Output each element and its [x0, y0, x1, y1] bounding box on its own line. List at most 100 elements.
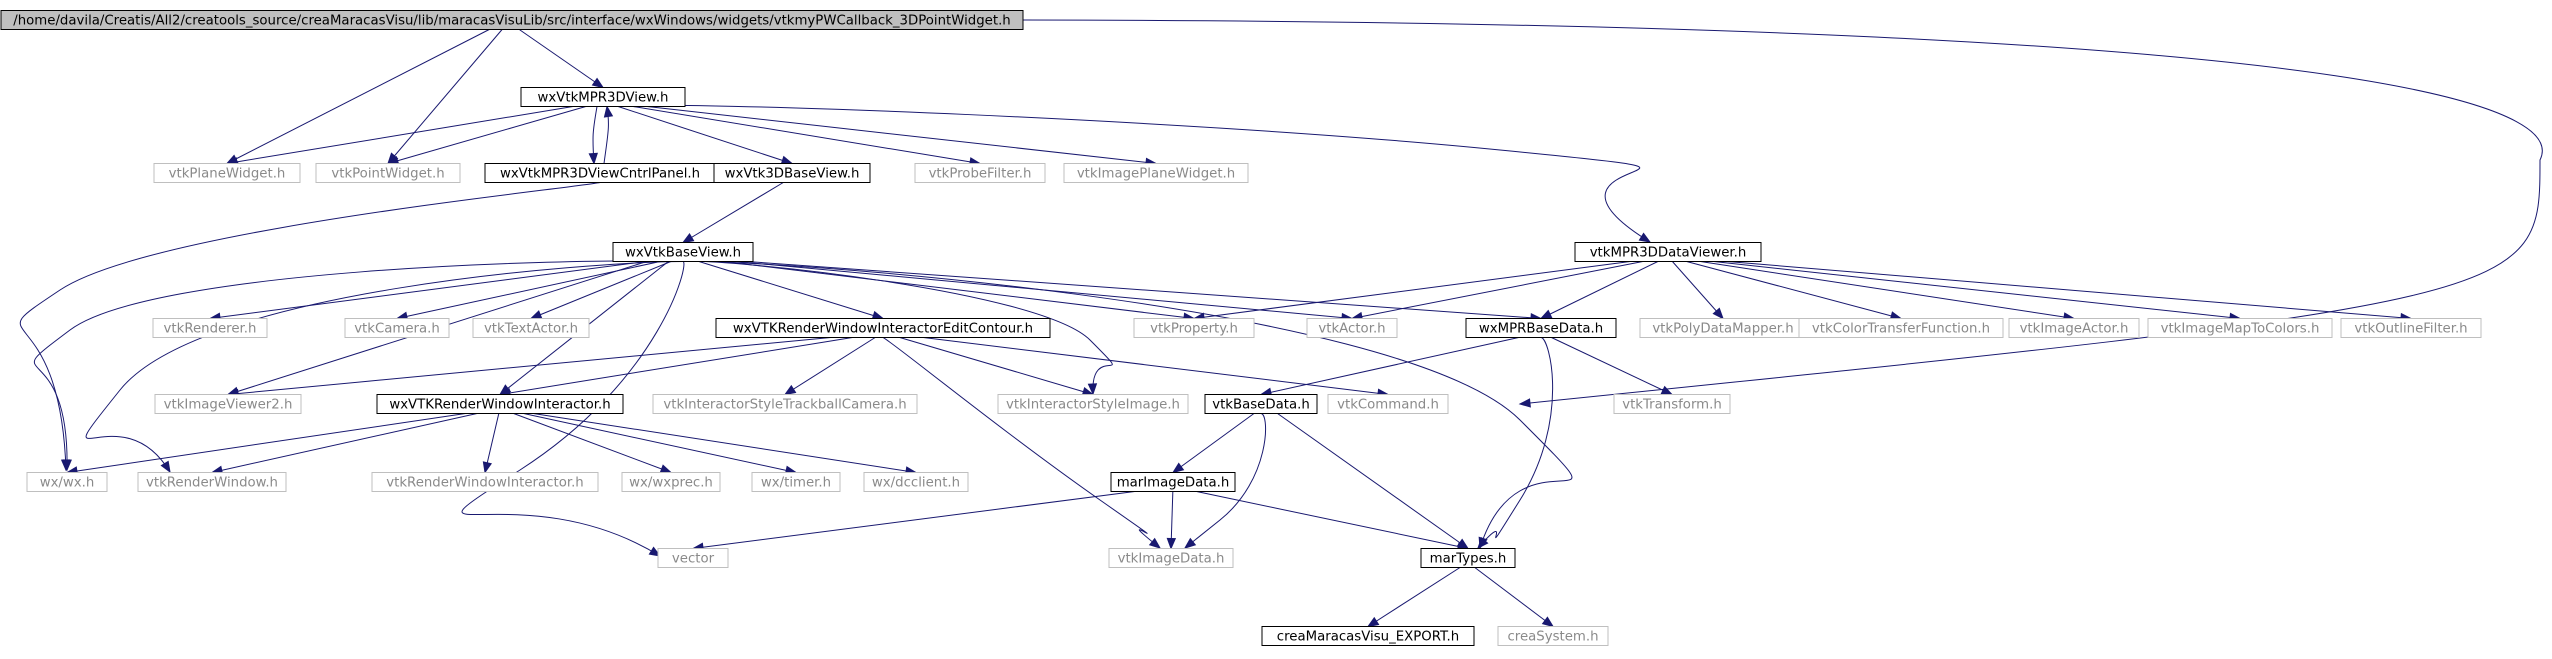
- node-box: [713, 163, 871, 183]
- edge-mpr3ddataviewer-to-vtkoutlinefilter: [1727, 261, 2413, 323]
- node-wxwx: wx/wx.h: [26, 472, 108, 492]
- node-vtkoutlinefilter: vtkOutlineFilter.h: [2340, 318, 2482, 338]
- nodes-layer: /home/davila/Creatis/All2/creatools_sour…: [0, 10, 2482, 646]
- node-cntrlpanel[interactable]: wxVtkMPR3DViewCntrlPanel.h: [484, 163, 716, 183]
- node-vtk3dbaseview[interactable]: wxVtk3DBaseView.h: [713, 163, 871, 183]
- edge-rwi-to-vtkrenderwindow: [210, 413, 478, 475]
- node-box: [1110, 472, 1236, 492]
- node-dcclient: wx/dcclient.h: [863, 472, 969, 492]
- node-vtkbaseview[interactable]: wxVtkBaseView.h: [612, 242, 754, 262]
- node-label: /home/davila/Creatis/All2/creatools_sour…: [13, 14, 1010, 29]
- node-label: wx/wxprec.h: [629, 476, 713, 491]
- node-box: [153, 163, 301, 183]
- node-label: wxVTKRenderWindowInteractor.h: [389, 398, 610, 413]
- node-vtkimageactor: vtkImageActor.h: [2008, 318, 2140, 338]
- node-vtkimagedata: vtkImageData.h: [1108, 548, 1234, 568]
- node-wxtimer: wx/timer.h: [751, 472, 841, 492]
- node-label: wxVtk3DBaseView.h: [725, 167, 860, 182]
- edge-vtkbaseview-to-editcontour: [698, 261, 885, 320]
- edge-editcontour-to-rwi: [498, 337, 853, 398]
- node-label: wxMPRBaseData.h: [1479, 322, 1603, 337]
- node-box: [1327, 394, 1449, 414]
- node-martypes[interactable]: marTypes.h: [1420, 548, 1516, 568]
- edge-vtkbasedata-to-marimagedata: [1171, 413, 1255, 474]
- node-mpr3ddataviewer[interactable]: vtkMPR3DDataViewer.h: [1574, 242, 1762, 262]
- node-label: vtkTextActor.h: [484, 322, 578, 337]
- edge-editcontour-to-trackballcamera: [783, 337, 876, 396]
- node-label: vtkRenderWindow.h: [146, 476, 278, 491]
- node-box: [1574, 242, 1762, 262]
- edge-root-to-vtkplanewidget: [225, 29, 490, 165]
- node-vtkrenderer: vtkRenderer.h: [152, 318, 268, 338]
- node-box: [621, 472, 721, 492]
- node-label: wx/dcclient.h: [872, 476, 960, 491]
- node-box: [154, 394, 302, 414]
- node-vtktextactor: vtkTextActor.h: [472, 318, 590, 338]
- node-label: vtkInteractorStyleImage.h: [1006, 398, 1180, 413]
- node-box: [1306, 318, 1398, 338]
- node-label: creaMaracasVisu_EXPORT.h: [1277, 630, 1459, 645]
- node-box: [315, 163, 461, 183]
- node-box: [914, 163, 1046, 183]
- node-label: vtkImageViewer2.h: [164, 398, 293, 413]
- node-vtkbasedata[interactable]: vtkBaseData.h: [1204, 394, 1318, 414]
- node-label: wxVTKRenderWindowInteractorEditContour.h: [733, 322, 1033, 337]
- edge-root-to-vtkpointwidget: [387, 29, 503, 165]
- node-label: vtkImageActor.h: [2020, 322, 2129, 337]
- node-trackballcamera: vtkInteractorStyleTrackballCamera.h: [652, 394, 918, 414]
- node-root[interactable]: /home/davila/Creatis/All2/creatools_sour…: [0, 10, 1024, 30]
- node-label: vtkOutlineFilter.h: [2354, 322, 2467, 337]
- node-box: [1497, 626, 1609, 646]
- node-box: [472, 318, 590, 338]
- edge-editcontour-to-vtkimagedata: [882, 337, 1162, 549]
- node-label: marImageData.h: [1117, 476, 1230, 491]
- node-box: [1133, 318, 1255, 338]
- node-box: [2340, 318, 2482, 338]
- node-label: wxVtkMPR3DView.h: [538, 91, 669, 106]
- edge-mpr3ddataviewer-to-vtkimagemaptocolors: [1713, 261, 2242, 323]
- edge-vtkbaseview-to-vtkcamera: [395, 261, 661, 321]
- edge-rwi-to-wxtimer: [523, 413, 798, 475]
- node-mprbasedata[interactable]: wxMPRBaseData.h: [1465, 318, 1617, 338]
- node-vtkimagemaptocolors: vtkImageMapToColors.h: [2147, 318, 2333, 338]
- node-mpr3dview[interactable]: wxVtkMPR3DView.h: [520, 87, 686, 107]
- edge-mpr3dview-to-vtk3dbaseview: [617, 106, 794, 165]
- node-editcontour[interactable]: wxVTKRenderWindowInteractorEditContour.h: [715, 318, 1051, 338]
- node-label: vtkRenderWindowInteractor.h: [386, 476, 583, 491]
- node-vtkpolydatamapper: vtkPolyDataMapper.h: [1639, 318, 1807, 338]
- edge-martypes-to-creasystem: [1474, 567, 1555, 628]
- edge-marimagedata-to-martypes: [1196, 491, 1470, 551]
- edge-vtkbaseview-to-vtkactor: [736, 261, 1354, 323]
- edge-mpr3dview-to-vtkprobefilter: [633, 106, 982, 167]
- edge-mpr3ddataviewer-to-vtkproperty: [1192, 261, 1631, 322]
- node-creasystem: creaSystem.h: [1497, 626, 1609, 646]
- node-label: vtkProbeFilter.h: [929, 167, 1032, 182]
- edge-vtkbaseview-to-styleimage: [682, 260, 1113, 396]
- node-label: marTypes.h: [1430, 552, 1507, 567]
- edges-layer: [19, 19, 2543, 628]
- node-rwi[interactable]: wxVTKRenderWindowInteractor.h: [376, 394, 624, 414]
- edge-mpr3ddataviewer-to-vtkactor: [1350, 261, 1643, 322]
- node-vtkrwi: vtkRenderWindowInteractor.h: [371, 472, 599, 492]
- node-box: [1204, 394, 1318, 414]
- node-box: [376, 394, 624, 414]
- edge-mprbasedata-to-martypes: [1477, 337, 1554, 550]
- node-wxprec: wx/wxprec.h: [621, 472, 721, 492]
- node-vtkimageviewer2: vtkImageViewer2.h: [154, 394, 302, 414]
- node-marimagedata[interactable]: marImageData.h: [1110, 472, 1236, 492]
- node-label: wxVtkBaseView.h: [625, 246, 741, 261]
- edge-mpr3dview-to-cntrlpanel: [588, 106, 598, 165]
- node-vtkcamera: vtkCamera.h: [344, 318, 450, 338]
- node-vtkimageplanewidget: vtkImagePlaneWidget.h: [1063, 163, 1249, 183]
- node-label: vector: [672, 552, 715, 567]
- node-styleimage: vtkInteractorStyleImage.h: [997, 394, 1189, 414]
- node-box: [2008, 318, 2140, 338]
- edge-editcontour-to-vtkimageviewer2: [226, 337, 831, 399]
- node-label: wx/timer.h: [761, 476, 831, 491]
- edge-mpr3dview-to-vtkplanewidget: [225, 106, 574, 167]
- node-label: vtkPlaneWidget.h: [169, 167, 286, 182]
- node-export[interactable]: creaMaracasVisu_EXPORT.h: [1261, 626, 1475, 646]
- node-label: wx/wx.h: [40, 476, 95, 491]
- node-label: vtkPolyDataMapper.h: [1652, 322, 1793, 337]
- edge-vtkbaseview-to-vtktextactor: [529, 261, 672, 320]
